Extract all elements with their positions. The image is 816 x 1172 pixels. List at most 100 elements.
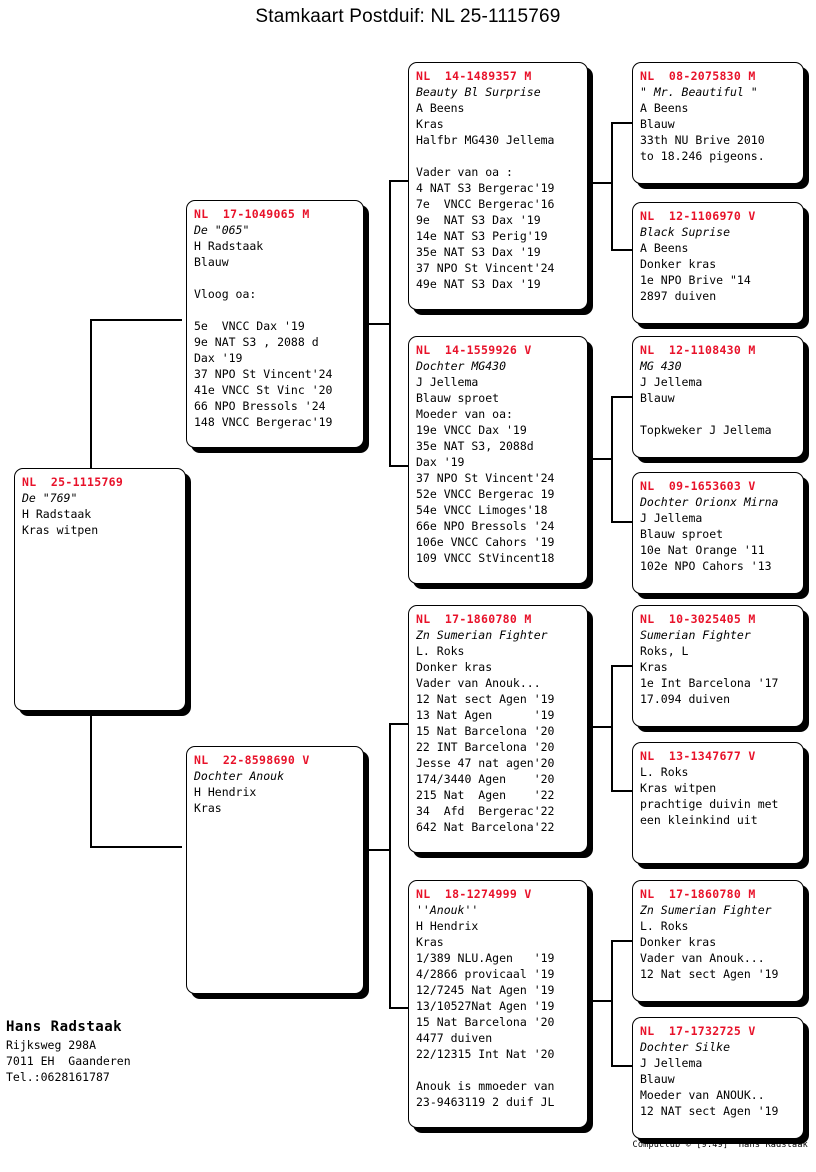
detail-line: 12 NAT sect Agen '19 bbox=[640, 1104, 779, 1118]
detail-line: 4 NAT S3 Bergerac'19 bbox=[416, 181, 555, 195]
pedigree-box-g4-1[interactable]: NL 08-2075830 M " Mr. Beautiful " A Been… bbox=[632, 62, 804, 184]
nickname: Zn Sumerian Fighter bbox=[640, 903, 772, 917]
connector-sd-to-b3 bbox=[611, 396, 633, 398]
nickname: Dochter Anouk bbox=[194, 769, 285, 783]
owner-name: Hans Radstaak bbox=[6, 1019, 123, 1035]
connector-subject-vertical bbox=[90, 319, 92, 469]
ring-number: NL 14-1489357 M bbox=[416, 69, 532, 83]
detail-line: 52e VNCC Bergerac 19 bbox=[416, 487, 555, 501]
connector-dd-to-b8 bbox=[611, 1065, 633, 1067]
ring-number: NL 17-1860780 M bbox=[416, 612, 532, 626]
ring-number: NL 14-1559926 V bbox=[416, 343, 532, 357]
detail-line: 215 Nat Agen '22 bbox=[416, 788, 555, 802]
pedigree-box-sire-sire[interactable]: NL 14-1489357 M Beauty Bl Surprise A Bee… bbox=[408, 62, 588, 310]
detail-line: Kras witpen bbox=[22, 523, 99, 537]
detail-line: Blauw bbox=[194, 255, 229, 269]
software-credit: Compuclub © [9.49] Hans Radstaak bbox=[632, 1140, 808, 1150]
detail-line bbox=[416, 148, 580, 164]
nickname: Zn Sumerian Fighter bbox=[416, 628, 548, 642]
detail-line: A Beens bbox=[640, 241, 689, 255]
connector-dd-vertical bbox=[611, 940, 613, 1067]
nickname: Beauty Bl Surprise bbox=[416, 85, 541, 99]
detail-line: 34 Afd Bergerac'22 bbox=[416, 804, 555, 818]
detail-line: Anouk is mmoeder van bbox=[416, 1079, 555, 1093]
detail-line: Halfbr MG430 Jellema bbox=[416, 133, 555, 147]
detail-line: J Jellema bbox=[640, 1056, 703, 1070]
pedigree-box-dam-sire[interactable]: NL 17-1860780 M Zn Sumerian Fighter L. R… bbox=[408, 605, 588, 853]
connector-subject-vertical-lower bbox=[90, 711, 92, 847]
detail-line: J Jellema bbox=[640, 511, 703, 525]
pedigree-box-g4-4[interactable]: NL 09-1653603 V Dochter Orionx Mirna J J… bbox=[632, 472, 804, 594]
detail-line: 15 Nat Barcelona '20 bbox=[416, 1015, 555, 1029]
detail-line: 35e NAT S3, 2088d bbox=[416, 439, 534, 453]
detail-line: 109 VNCC StVincent18 bbox=[416, 551, 555, 565]
detail-line: J Jellema bbox=[640, 375, 703, 389]
detail-line: 1e NPO Brive "14 bbox=[640, 273, 751, 287]
detail-line: A Beens bbox=[416, 101, 465, 115]
ring-number: NL 10-3025405 M bbox=[640, 612, 756, 626]
detail-line: 22 INT Barcelona '20 bbox=[416, 740, 555, 754]
detail-line: 15 Nat Barcelona '20 bbox=[416, 724, 555, 738]
detail-line: 35e NAT S3 Dax '19 bbox=[416, 245, 541, 259]
detail-line: Moeder van oa: bbox=[416, 407, 513, 421]
connector-sd-vertical bbox=[611, 396, 613, 523]
nickname: Dochter MG430 bbox=[416, 359, 507, 373]
pedigree-box-g4-7[interactable]: NL 17-1860780 M Zn Sumerian Fighter L. R… bbox=[632, 880, 804, 1002]
detail-line: 5e VNCC Dax '19 bbox=[194, 319, 305, 333]
connector-subject-to-sire bbox=[90, 319, 182, 321]
detail-line: Kras bbox=[416, 935, 444, 949]
detail-line: Vader van Anouk... bbox=[416, 676, 541, 690]
connector-sd-out bbox=[590, 458, 612, 460]
connector-ss-vertical bbox=[611, 122, 613, 250]
pedigree-box-g4-5[interactable]: NL 10-3025405 M Sumerian Fighter Roks, L… bbox=[632, 605, 804, 727]
connector-sire-to-sd bbox=[389, 465, 409, 467]
detail-line: 33th NU Brive 2010 bbox=[640, 133, 765, 147]
connector-dam-to-ds bbox=[389, 723, 409, 725]
nickname: De "065" bbox=[194, 223, 250, 237]
detail-line: to 18.246 pigeons. bbox=[640, 149, 765, 163]
detail-line: 10e Nat Orange '11 bbox=[640, 543, 765, 557]
connector-dam-vertical bbox=[389, 723, 391, 1008]
detail-line: 9e NAT S3 , 2088 d bbox=[194, 335, 319, 349]
nickname: Dochter Orionx Mirna bbox=[640, 495, 779, 509]
detail-line: 41e VNCC St Vinc '20 bbox=[194, 383, 333, 397]
nickname: MG 430 bbox=[640, 359, 682, 373]
detail-line: een kleinkind uit bbox=[640, 813, 758, 827]
detail-line: Blauw sproet bbox=[416, 391, 500, 405]
ring-number: NL 12-1106970 V bbox=[640, 209, 756, 223]
connector-dam-out bbox=[366, 849, 390, 851]
connector-sire-vertical bbox=[389, 180, 391, 466]
detail-line: 17.094 duiven bbox=[640, 692, 731, 706]
nickname: " Mr. Beautiful " bbox=[640, 85, 758, 99]
detail-line: Tel.:0628161787 bbox=[6, 1070, 110, 1084]
detail-line: Kras witpen bbox=[640, 781, 717, 795]
detail-line: H Radstaak bbox=[194, 239, 264, 253]
detail-line: Kras bbox=[640, 660, 668, 674]
detail-line: 22/12315 Int Nat '20 bbox=[416, 1047, 555, 1061]
detail-line: H Hendrix bbox=[416, 919, 479, 933]
connector-subject-to-dam bbox=[90, 846, 182, 848]
detail-line: Blauw sproet bbox=[640, 527, 724, 541]
detail-line: L. Roks bbox=[640, 919, 689, 933]
nickname: Dochter Silke bbox=[640, 1040, 731, 1054]
ring-number: NL 13-1347677 V bbox=[640, 749, 756, 763]
detail-line: 102e NPO Cahors '13 bbox=[640, 559, 772, 573]
